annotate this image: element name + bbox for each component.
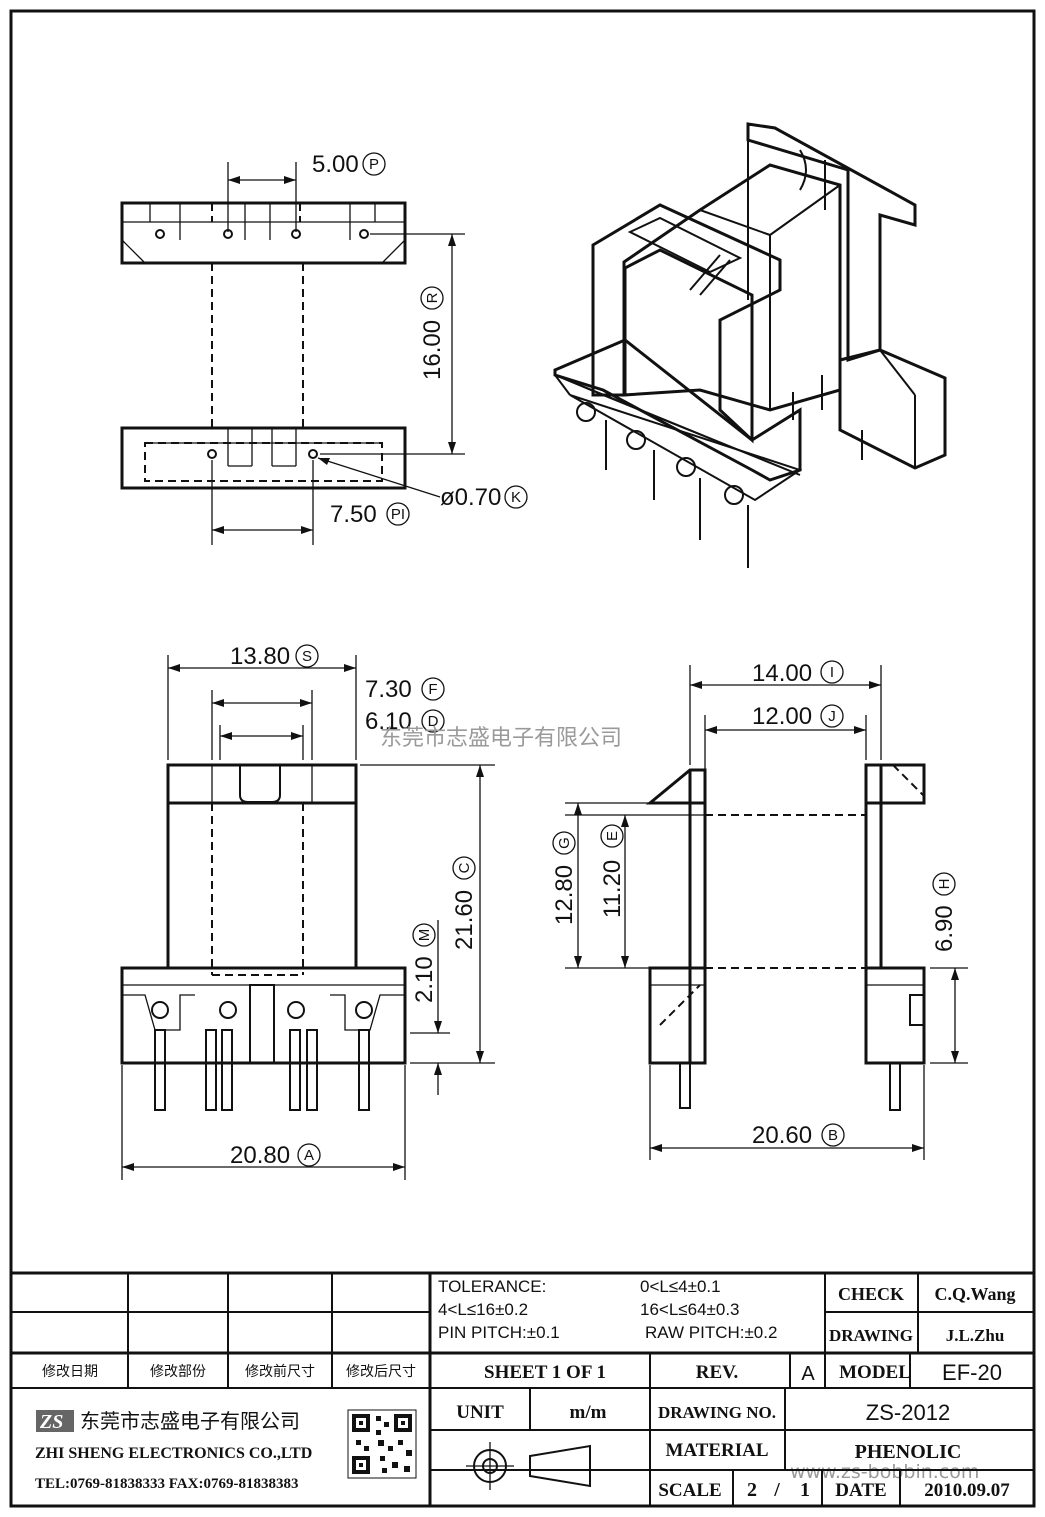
pin-pitch: PIN PITCH:±0.1 [438, 1323, 560, 1342]
dim-value-d: 6.10 [365, 708, 412, 735]
date-value: 2010.09.07 [924, 1480, 1010, 1501]
top-view [120, 162, 465, 545]
material-label: MATERIAL [665, 1440, 768, 1461]
raw-pitch: RAW PITCH:±0.2 [645, 1323, 777, 1342]
dim-value-j: 12.00 [752, 703, 812, 730]
drawing-no-label: DRAWING NO. [658, 1403, 776, 1422]
sheet-border [9, 9, 1036, 1508]
front-view [120, 655, 495, 1180]
dim-value-a: 20.80 [230, 1142, 290, 1169]
isometric-view [553, 122, 947, 568]
dim-tag-d: D [428, 713, 439, 730]
date-label: DATE [835, 1480, 886, 1501]
dim-value-c: 21.60 [451, 890, 478, 950]
dim-value-s: 13.80 [230, 643, 290, 670]
watermark-company: 东莞市志盛电子有限公司 [380, 726, 622, 751]
svg-text:ZS: ZS [39, 1411, 63, 1433]
sheet-count: SHEET 1 OF 1 [484, 1362, 606, 1383]
dim-value-e: 11.20 [599, 860, 626, 918]
dim-value-r: 16.00 [419, 320, 446, 380]
dim-tag-r: R [424, 292, 441, 303]
material-value: PHENOLIC [855, 1441, 962, 1463]
dim-tag-g: G [556, 837, 573, 849]
dim-tag-p: P [369, 156, 379, 173]
dim-value-b: 20.60 [752, 1122, 812, 1149]
dim-value-g: 12.80 [551, 865, 578, 925]
dim-tag-c: C [456, 862, 473, 873]
projection-symbol-icon [466, 1442, 591, 1490]
check-label: CHECK [838, 1284, 904, 1304]
dim-value-i: 14.00 [752, 660, 812, 687]
tolerance-row-3: 16<L≤64±0.3 [640, 1300, 740, 1319]
tolerance-row-2: 4<L≤16±0.2 [438, 1300, 528, 1319]
dim-value-k: ø0.70 [440, 484, 501, 511]
dim-tag-a: A [304, 1147, 314, 1164]
side-view [565, 665, 968, 1160]
rev-header-part: 修改部份 [150, 1363, 206, 1379]
model-value: EF-20 [942, 1360, 1002, 1385]
dim-tag-h: H [936, 879, 953, 890]
dim-tag-m: M [416, 929, 433, 942]
dimension-labels: 5.00 P 16.00 R ø0.70 K 7.50 PI 13.80 S 7… [230, 151, 958, 1169]
rev-header-after: 修改后尺寸 [346, 1363, 416, 1379]
tolerance-label: TOLERANCE: [438, 1277, 546, 1296]
drawing-no-value: ZS-2012 [866, 1400, 950, 1425]
scale-sep: / [773, 1479, 780, 1501]
dim-tag-j: J [828, 708, 836, 725]
scale-label: SCALE [658, 1480, 721, 1501]
dim-tag-i: I [830, 664, 834, 681]
scale-num: 2 [747, 1479, 757, 1501]
rev-header-before: 修改前尺寸 [245, 1363, 315, 1379]
model-label: MODEL [839, 1362, 911, 1383]
unit-value: m/m [570, 1402, 607, 1423]
dim-value-m: 2.10 [411, 956, 438, 1003]
drawing-value: J.L.Zhu [946, 1326, 1005, 1345]
tolerance-row-1: 0<L≤4±0.1 [640, 1277, 721, 1296]
dim-tag-k: K [511, 489, 521, 506]
dim-tag-s: S [302, 648, 312, 665]
check-value: C.Q.Wang [934, 1284, 1015, 1304]
company-contact: TEL:0769-81838333 FAX:0769-81838383 [35, 1476, 298, 1492]
unit-label: UNIT [456, 1402, 504, 1423]
qr-code-icon [347, 1409, 417, 1479]
watermark-url: www.zs-bobbin.com [790, 1461, 979, 1483]
rev-header-date: 修改日期 [42, 1363, 98, 1379]
company-name-cn: 东莞市志盛电子有限公司 [80, 1410, 300, 1433]
dim-value-f: 7.30 [365, 676, 412, 703]
title-block: 修改日期 修改部份 修改前尺寸 修改后尺寸 TOLERANCE: 0<L≤4±0… [11, 1271, 1034, 1506]
dim-tag-f: F [428, 681, 437, 698]
dim-tag-b: B [828, 1127, 838, 1144]
company-name-en: ZHI SHENG ELECTRONICS CO.,LTD [35, 1445, 312, 1462]
company-logo-icon: ZS [36, 1410, 74, 1433]
dim-value-pi: 7.50 [330, 501, 377, 528]
dim-tag-e: E [604, 831, 621, 841]
rev-value: A [801, 1363, 815, 1385]
rev-label: REV. [696, 1362, 738, 1383]
dim-tag-pi: PI [391, 506, 405, 523]
dim-value-h: 6.90 [931, 905, 958, 952]
drawing-label: DRAWING [829, 1326, 913, 1345]
scale-den: 1 [800, 1479, 810, 1501]
dim-value-p: 5.00 [312, 151, 359, 178]
